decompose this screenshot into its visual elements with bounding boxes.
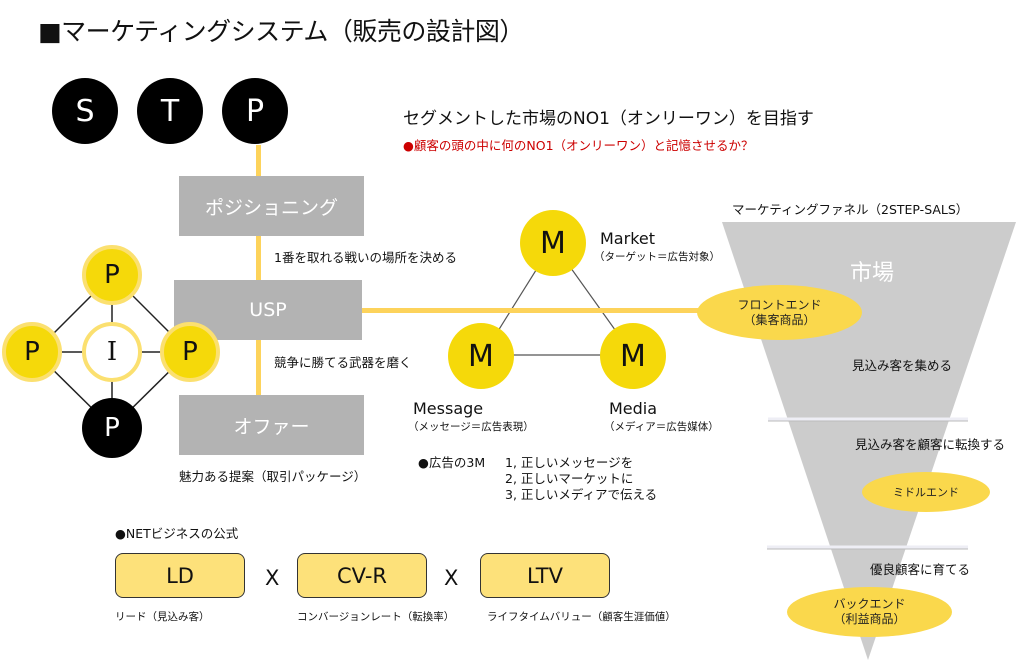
m-message-circle: M xyxy=(448,323,514,389)
formula-desc-cvr: コンバージョンレート（転換率） xyxy=(297,611,455,623)
positioning-box: ポジショニング xyxy=(179,176,364,236)
net-formula-heading: ●NETビジネスの公式 xyxy=(115,526,239,541)
stp-subline: ●顧客の頭の中に何のNO1（オンリーワン）と記憶させるか？ xyxy=(403,138,754,153)
message-desc: （メッセージ＝広告表現） xyxy=(408,421,534,433)
funnel-stage-1: 見込み客を集める xyxy=(852,358,953,373)
m-media-circle: M xyxy=(600,323,666,389)
stp-circle-t: T xyxy=(137,78,203,144)
offer-note: 魅力ある提案（取引パッケージ） xyxy=(179,469,367,484)
page-title: ■マーケティングシステム（販売の設計図） xyxy=(38,17,524,46)
pip-left-circle: P xyxy=(2,322,62,382)
stp-circle-p: P xyxy=(222,78,288,144)
funnel-stage-2: 見込み客を顧客に転換する xyxy=(855,437,1006,452)
offer-box: オファー xyxy=(179,395,364,455)
formula-desc-ltv: ライフタイムバリュー（顧客生涯価値） xyxy=(487,611,676,623)
stp-circle-s: S xyxy=(52,78,118,144)
middle-end-ellipse: ミドルエンド xyxy=(862,472,990,512)
pip-center-circle: I xyxy=(82,322,142,382)
formula-term-ltv: LTV xyxy=(480,553,610,598)
message-label: Message xyxy=(413,399,484,418)
market-desc: （ターゲット＝広告対象） xyxy=(594,251,720,263)
positioning-note: 1番を取れる戦いの場所を決める xyxy=(274,250,457,265)
funnel-title: マーケティングファネル（2STEP-SALS） xyxy=(732,202,969,217)
front-end-ellipse: フロントエンド（集客商品） xyxy=(697,285,862,340)
funnel-market-label: 市場 xyxy=(850,261,895,286)
multiply-operator: X xyxy=(444,566,459,590)
funnel-stage-3: 優良顧客に育てる xyxy=(870,562,971,577)
formula-term-ld: LD xyxy=(115,553,245,598)
ad-3m-item-2: 2, 正しいマーケットに xyxy=(505,471,634,486)
usp-connector-line xyxy=(360,308,710,313)
pip-right-circle: P xyxy=(160,322,220,382)
formula-desc-ld: リード（見込み客） xyxy=(115,611,210,623)
ad-3m-item-3: 3, 正しいメディアで伝える xyxy=(505,487,658,502)
media-desc: （メディア＝広告媒体） xyxy=(604,421,719,433)
ad-3m-label: ●広告の3M xyxy=(418,455,486,470)
ad-3m-item-1: 1, 正しいメッセージを xyxy=(505,455,634,470)
pip-top-circle: P xyxy=(82,245,142,305)
formula-term-cvr: CV-R xyxy=(297,553,427,598)
back-end-ellipse: バックエンド（利益商品） xyxy=(787,587,952,637)
market-label: Market xyxy=(600,229,655,248)
m-market-circle: M xyxy=(520,210,586,276)
pip-bottom-circle: P xyxy=(82,398,142,458)
multiply-operator: X xyxy=(265,566,280,590)
usp-note: 競争に勝てる武器を磨く xyxy=(274,355,412,370)
media-label: Media xyxy=(609,399,658,418)
stp-connector-line xyxy=(256,145,261,400)
stp-headline: セグメントした市場のNO1（オンリーワン）を目指す xyxy=(403,109,814,129)
